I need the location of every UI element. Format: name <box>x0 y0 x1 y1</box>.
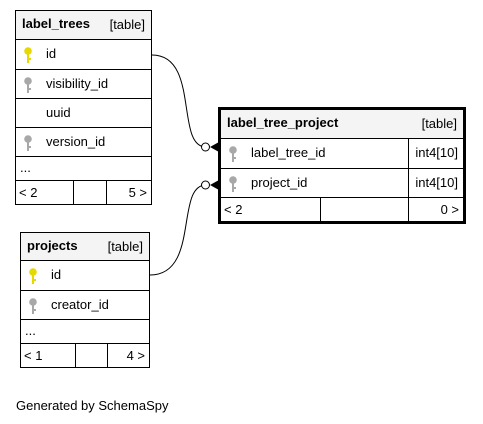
more-columns-row: ... <box>16 157 151 181</box>
relationship-project-id <box>149 184 207 276</box>
parents-count: < 2 <box>19 185 38 200</box>
crows-foot-marker <box>210 180 219 190</box>
column-name: project_id <box>251 175 308 190</box>
parents-count: < 2 <box>224 202 243 217</box>
table-header[interactable]: projects [table] <box>21 233 149 261</box>
parents-count: < 1 <box>24 348 43 363</box>
table-header[interactable]: label_trees [table] <box>16 11 151 40</box>
column-name: label_tree_id <box>251 145 326 160</box>
more-columns: ... <box>20 160 31 175</box>
column-row[interactable]: creator_id <box>21 291 149 320</box>
foreign-key-icon <box>229 146 237 162</box>
table-header[interactable]: label_tree_project [table] <box>221 110 463 139</box>
table-footer: < 2 0 > <box>221 198 463 221</box>
primary-key-icon <box>29 268 37 284</box>
table-kind: [table] <box>421 116 457 131</box>
relationship-label-tree-id <box>151 54 207 148</box>
parents-cell[interactable]: < 2 <box>16 181 74 204</box>
foreign-key-icon <box>29 298 37 314</box>
table-footer: < 1 4 > <box>21 344 149 367</box>
column-divider <box>408 139 409 168</box>
column-row[interactable]: id <box>21 261 149 291</box>
parents-cell[interactable]: < 1 <box>21 344 76 367</box>
column-row[interactable]: version_id <box>16 128 151 157</box>
generator-caption: Generated by SchemaSpy <box>16 398 169 413</box>
column-row[interactable]: label_tree_id int4[10] <box>221 139 463 169</box>
children-count: 4 > <box>126 348 145 363</box>
table-name: projects <box>27 238 78 253</box>
footer-spacer <box>74 181 107 204</box>
column-type: int4[10] <box>415 145 458 160</box>
column-name: creator_id <box>51 297 109 312</box>
column-row[interactable]: visibility_id <box>16 70 151 99</box>
column-name: id <box>46 46 57 61</box>
more-columns-row: ... <box>21 320 149 344</box>
crows-foot-marker <box>210 142 219 152</box>
children-count: 5 > <box>128 185 147 200</box>
table-name: label_tree_project <box>227 115 339 130</box>
footer-spacer <box>321 198 409 221</box>
more-columns: ... <box>25 323 36 338</box>
children-cell[interactable]: 4 > <box>108 344 149 367</box>
table-name: label_trees <box>22 16 90 31</box>
column-name: id <box>51 267 62 282</box>
column-name: uuid <box>46 105 71 120</box>
parents-cell[interactable]: < 2 <box>221 198 321 221</box>
table-kind: [table] <box>109 17 145 32</box>
foreign-key-icon <box>24 135 32 151</box>
table-label-tree-project[interactable]: label_tree_project [table] label_tree_id… <box>218 107 466 224</box>
children-count: 0 > <box>440 202 459 217</box>
column-row[interactable]: id <box>16 40 151 70</box>
primary-key-icon <box>24 47 32 63</box>
children-cell[interactable]: 0 > <box>409 198 463 221</box>
zero-many-marker <box>201 180 210 190</box>
table-label-trees[interactable]: label_trees [table] id visibility_id uui… <box>15 10 152 205</box>
foreign-key-icon <box>24 77 32 93</box>
column-type: int4[10] <box>415 175 458 190</box>
column-name: visibility_id <box>46 76 109 91</box>
zero-many-marker <box>201 142 210 152</box>
footer-spacer <box>76 344 108 367</box>
column-name: version_id <box>46 134 106 149</box>
column-divider <box>408 169 409 197</box>
table-footer: < 2 5 > <box>16 181 151 204</box>
column-row[interactable]: project_id int4[10] <box>221 169 463 198</box>
column-row[interactable]: uuid <box>16 99 151 128</box>
table-kind: [table] <box>107 239 143 254</box>
foreign-key-icon <box>229 176 237 192</box>
table-projects[interactable]: projects [table] id creator_id ... < 1 4… <box>20 232 150 368</box>
children-cell[interactable]: 5 > <box>107 181 151 204</box>
